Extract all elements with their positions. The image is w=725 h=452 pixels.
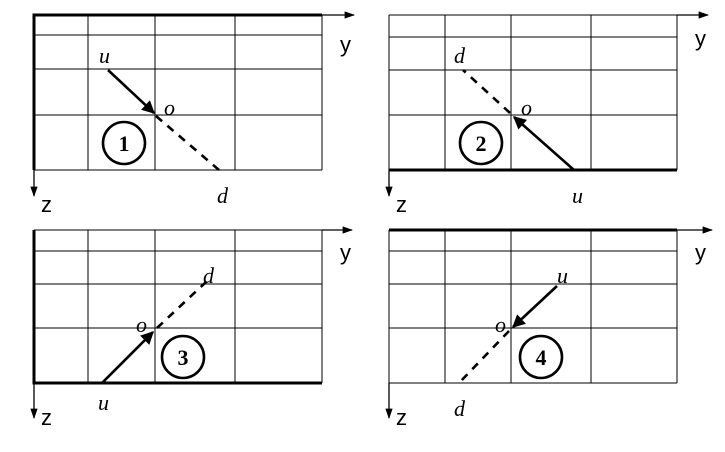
panel-1-number: 1 [119, 131, 130, 156]
panel-3-dashed-ray [156, 281, 207, 329]
panel-4-d-label: d [454, 396, 466, 421]
panel-3-y-label: y [340, 240, 351, 265]
panel-1-boundary [32, 13, 322, 170]
panel-1-u-label: u [99, 43, 110, 68]
panel-2-number: 2 [476, 131, 487, 156]
panel-2-u-label: u [572, 183, 583, 208]
panel-3-number-circle [160, 334, 206, 380]
panel-1-y-label: y [340, 32, 351, 57]
panel-2-z-label: z [396, 192, 407, 217]
panel-4-z-label: z [396, 405, 407, 430]
panel-3-u-label: u [98, 390, 109, 415]
panel-1-number-circle [101, 120, 147, 166]
panel-1-d-label: d [217, 183, 229, 208]
panel-1-grid [34, 15, 323, 171]
panel-3: y z d o u 3 [30, 226, 354, 430]
panel-1-incident-arrow [107, 69, 155, 114]
panel-1-o-label: o [164, 95, 175, 120]
panel-4-incident-arrow [512, 285, 558, 328]
panel-4-dashed-ray [458, 330, 510, 384]
panel-4-u-label: u [557, 263, 568, 288]
panel-4-o-label: o [495, 312, 506, 337]
panel-1: y z u o d 1 [30, 11, 356, 217]
panel-1-z-label: z [41, 192, 52, 217]
panel-3-d-label: d [203, 263, 215, 288]
panel-3-incident-arrow [101, 331, 154, 384]
panel-4: y z u o d 4 [385, 226, 714, 430]
panel-1-dashed-ray [155, 115, 220, 171]
panel-4-y-label: y [695, 240, 706, 265]
panel-2: y z d o u 2 [385, 11, 710, 217]
panel-4-number: 4 [536, 345, 547, 370]
panel-2-y-label: y [695, 26, 706, 51]
panel-2-grid [388, 14, 678, 170]
panel-2-number-circle [458, 120, 504, 166]
panel-2-o-label: o [521, 95, 532, 120]
panel-3-o-label: o [136, 312, 147, 337]
panel-3-number: 3 [178, 345, 189, 370]
panel-2-dashed-ray [462, 69, 511, 114]
panel-2-d-label: d [454, 43, 466, 68]
panel-3-z-label: z [41, 405, 52, 430]
panel-4-number-circle [518, 334, 564, 380]
panel-4-grid [388, 230, 678, 384]
panel-2-incident-arrow [513, 116, 575, 171]
